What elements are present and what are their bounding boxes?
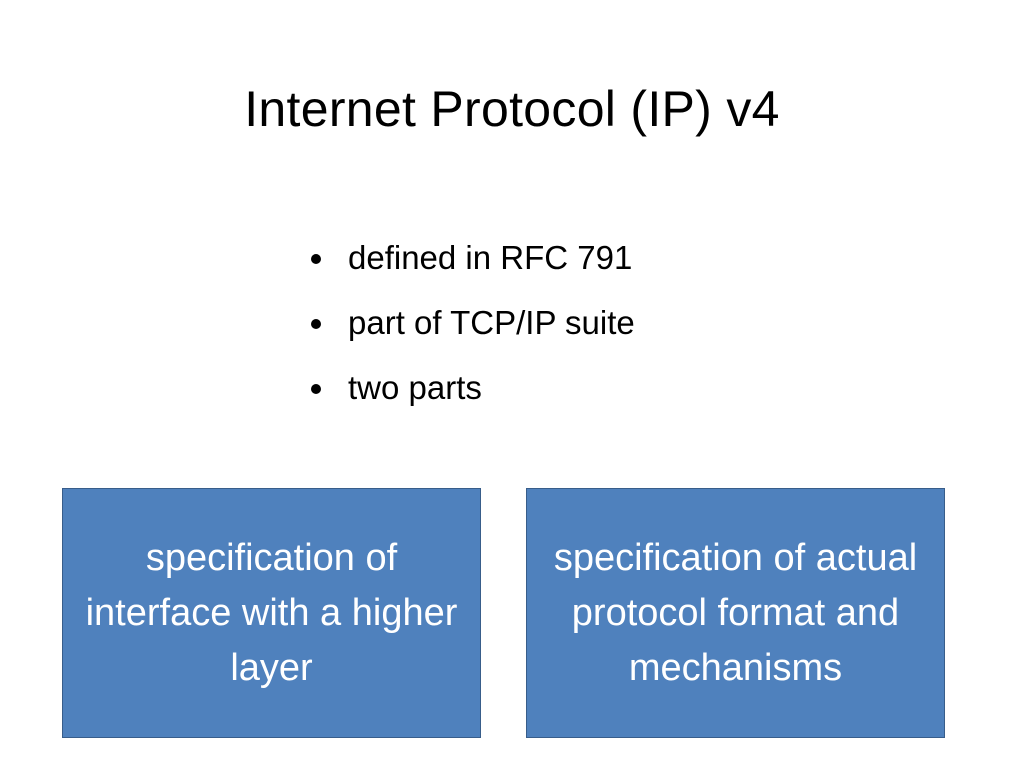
bullet-text: two parts xyxy=(348,369,482,406)
protocol-spec-text: specification of actual protocol format … xyxy=(553,536,918,689)
bullet-dot-icon xyxy=(311,384,321,394)
bullet-text: defined in RFC 791 xyxy=(348,239,633,276)
bullet-item: part of TCP/IP suite xyxy=(308,303,635,343)
bullet-text: part of TCP/IP suite xyxy=(348,304,635,341)
protocol-spec-box: specification of actual protocol format … xyxy=(526,488,945,738)
bullet-list: defined in RFC 791 part of TCP/IP suite … xyxy=(308,238,635,433)
bullet-dot-icon xyxy=(311,254,321,264)
interface-spec-box: specification of interface with a higher… xyxy=(62,488,481,738)
bullet-item: defined in RFC 791 xyxy=(308,238,635,278)
bullet-dot-icon xyxy=(311,319,321,329)
slide-title: Internet Protocol (IP) v4 xyxy=(244,81,780,137)
bullet-item: two parts xyxy=(308,368,635,408)
interface-spec-text: specification of interface with a higher… xyxy=(85,536,458,689)
